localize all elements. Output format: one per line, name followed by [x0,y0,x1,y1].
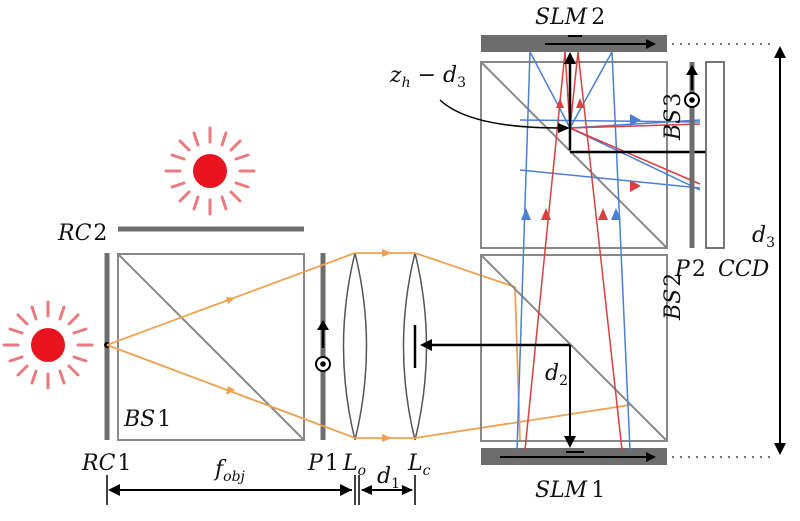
p1-polarization-icon [315,320,331,372]
label-bs2: BS2 [661,273,686,321]
label-p2: P2 [674,257,706,282]
blue-beam [516,51,701,451]
slm2-image-arrow [564,52,576,150]
label-lo: Lo [342,451,366,479]
slm1-arrow [500,451,656,462]
label-p1: P1 [307,451,339,476]
label-fobj: fobj [213,457,246,485]
label-rc1: RC1 [81,451,131,476]
label-ccd: CCD [718,257,770,282]
d1-dimension [361,485,413,495]
beam-arrowheads [521,98,641,220]
label-d1: d1 [377,464,400,492]
label-d3: d3 [752,223,775,251]
label-bs1: BS1 [123,407,171,432]
light-source-top [164,126,256,216]
object-image-arrow [413,325,570,368]
label-rc2: RC2 [57,221,107,246]
bs2-cube [480,254,668,442]
zh-leader-line [439,99,561,129]
light-source-left [2,300,94,390]
object-beam [106,252,631,441]
lens-lo [342,252,368,441]
ccd-sensor [705,61,725,249]
label-lc: Lc [407,451,431,479]
d3-dimension [774,46,786,455]
p2-polarization-icon [684,65,700,108]
slm2-arrow [545,35,656,49]
label-bs3: BS3 [661,93,686,141]
lens-lc [402,252,428,441]
bs1-cube [117,253,305,441]
object-beam-arrows [226,249,392,442]
fobj-dimension [106,475,416,505]
label-zh-d3: zh − d3 [389,63,466,91]
label-d2: d2 [545,361,568,389]
d2-dimension [564,345,576,448]
